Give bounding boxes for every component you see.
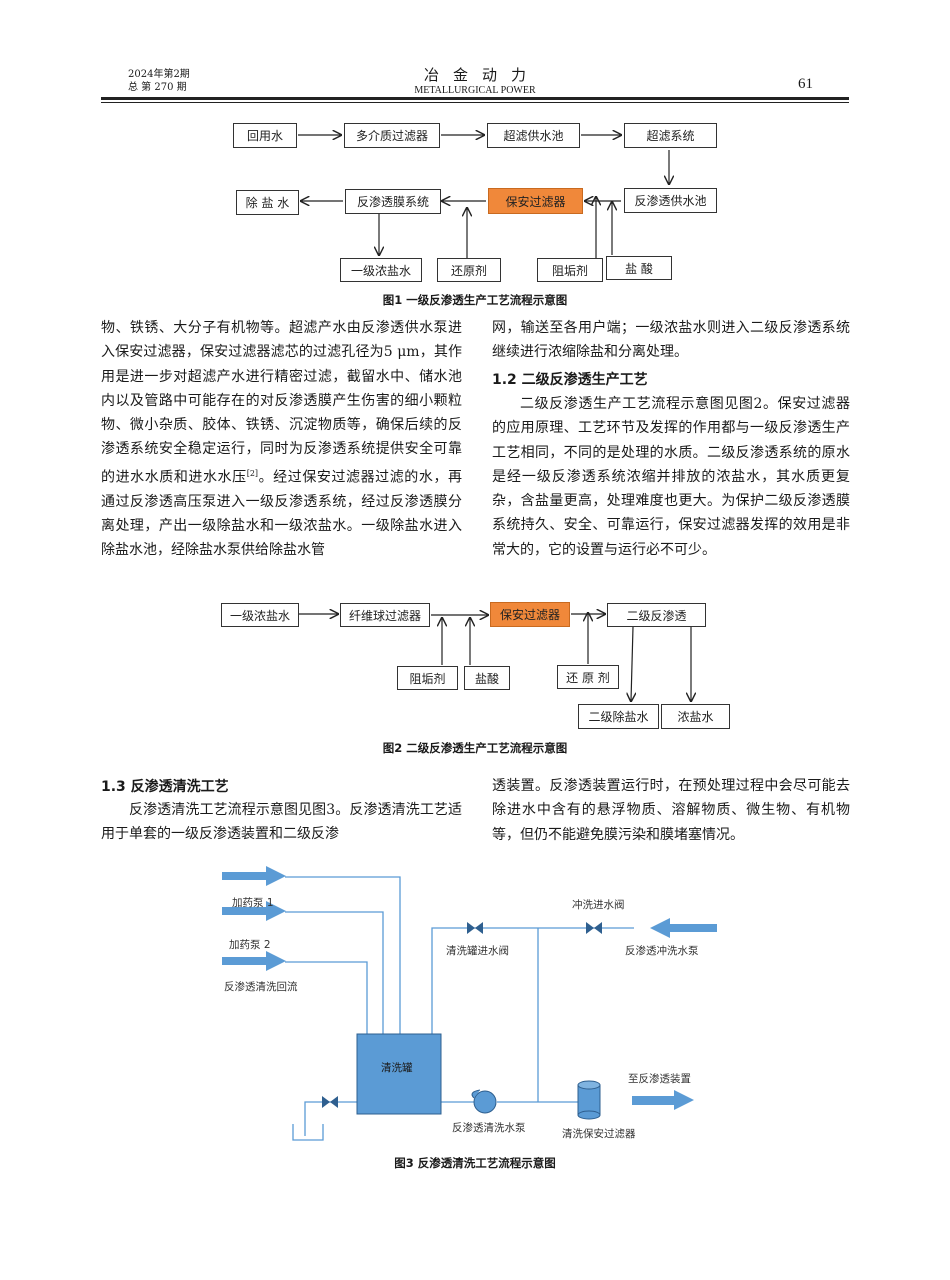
box-ro-feed-tank: 反渗透供水池 (624, 188, 717, 213)
box-fiber-ball-filter: 纤维球过滤器 (340, 603, 430, 627)
box-primary-brine: 一级浓盐水 (340, 258, 422, 282)
body2-right-paragraph: 透装置。反渗透装置运行时，在预处理过程中会尽可能去除进水中含有的悬浮物质、溶解物… (492, 778, 850, 843)
page-number: 61 (798, 76, 813, 92)
box-demin-water: 除 盐 水 (236, 190, 299, 215)
journal-title: 冶金动力 METALLURGICAL POWER (380, 64, 570, 96)
box-multimedia-filter: 多介质过滤器 (344, 123, 440, 148)
header-rule (101, 97, 849, 100)
box-f2-security-filter: 保安过滤器 (490, 602, 570, 627)
box-f2-reducing-agent: 还 原 剂 (557, 665, 619, 689)
issue-line-2: 总 第 270 期 (128, 82, 187, 93)
issue-line-1: 2024年第2期 (128, 69, 190, 80)
box-scale-inhibitor: 阻垢剂 (537, 258, 603, 282)
label-ro-cleaning-pump: 反渗透清洗水泵 (452, 1122, 526, 1134)
body1-left-paragraph: 物、铁锈、大分子有机物等。超滤产水由反渗透供水泵进入保安过滤器，保安过滤器滤芯的… (101, 320, 462, 486)
dosing-pump-1-arrow (222, 872, 268, 880)
label-tank-inlet-valve: 清洗罐进水阀 (446, 945, 509, 957)
section-1-3-heading: 1.3 反渗透清洗工艺 (101, 779, 229, 795)
box-f2-hydrochloric-acid: 盐酸 (464, 666, 510, 690)
section-1-2-heading: 1.2 二级反渗透生产工艺 (492, 372, 648, 388)
body1-right-paragraph-1: 网，输送至各用户端；一级浓盐水则进入二级反渗透系统继续进行浓缩除盐和分离处理。 (492, 320, 850, 361)
label-ro-flush-pump: 反渗透冲洗水泵 (625, 945, 699, 957)
body1-right-paragraph-2: 二级反渗透生产工艺流程示意图见图2。保安过滤器的应用原理、工艺环节及发挥的作用都… (492, 396, 850, 558)
journal-title-en: METALLURGICAL POWER (414, 85, 536, 96)
box-secondary-demin: 二级除盐水 (578, 704, 659, 729)
dosing-pump-2-arrow (222, 907, 268, 915)
label-cleaning-tank: 清洗罐 (381, 1062, 413, 1074)
label-ro-cleaning-return: 反渗透清洗回流 (224, 981, 298, 993)
label-dosing-pump-2: 加药泵 2 (229, 939, 271, 951)
cleaning-pump-icon (473, 1090, 497, 1114)
box-secondary-ro: 二级反渗透 (607, 603, 706, 627)
figure1-connectors (298, 0, 950, 258)
body1-left-column: 物、铁锈、大分子有机物等。超滤产水由反渗透供水泵进入保安过滤器，保安过滤器滤芯的… (101, 316, 462, 563)
journal-title-cn: 冶金动力 (423, 66, 540, 84)
figure3-caption: 图3 反渗透清洗工艺流程示意图 (394, 1156, 556, 1170)
citation-2: [2] (246, 468, 259, 478)
label-cleaning-security-filter: 清洗保安过滤器 (562, 1128, 636, 1140)
box-reducing-agent: 还原剂 (437, 258, 501, 282)
cleaning-tank-shape (356, 1033, 442, 1115)
box-hydrochloric-acid: 盐 酸 (606, 256, 672, 280)
box-uf-feed-tank: 超滤供水池 (487, 123, 580, 148)
body1-left-paragraph-tail: 。经过保安过滤器过滤的水，再通过反渗透高压泵进入一级反渗透系统，经过反渗透膜分离… (101, 469, 463, 559)
header-rule-thin (101, 102, 849, 103)
cleaning-return-arrow (222, 957, 268, 965)
box-brine: 浓盐水 (661, 704, 730, 729)
body2-left-paragraph: 反渗透清洗工艺流程示意图见图3。反渗透清洗工艺适用于单套的一级反渗透装置和二级反… (101, 802, 462, 843)
figure3-diagram (222, 866, 717, 1141)
box-ro-membrane-system: 反渗透膜系统 (345, 189, 441, 214)
label-to-ro-device: 至反渗透装置 (628, 1073, 691, 1085)
issue-info: 2024年第2期 总 第 270 期 (128, 68, 190, 94)
figure2-caption: 图2 二级反渗透生产工艺流程示意图 (382, 741, 568, 755)
figure1-caption: 图1 一级反渗透生产工艺流程示意图 (382, 293, 568, 307)
figure2-connectors (299, 590, 950, 740)
label-dosing-pump-1: 加药泵 1 (232, 897, 274, 909)
box-security-filter: 保安过滤器 (488, 188, 583, 214)
box-f2-primary-brine: 一级浓盐水 (221, 603, 299, 627)
box-uf-system: 超滤系统 (624, 123, 717, 148)
label-flush-inlet-valve: 冲洗进水阀 (572, 899, 625, 911)
box-f2-scale-inhibitor: 阻垢剂 (397, 666, 458, 690)
box-recycled-water: 回用水 (233, 123, 297, 148)
